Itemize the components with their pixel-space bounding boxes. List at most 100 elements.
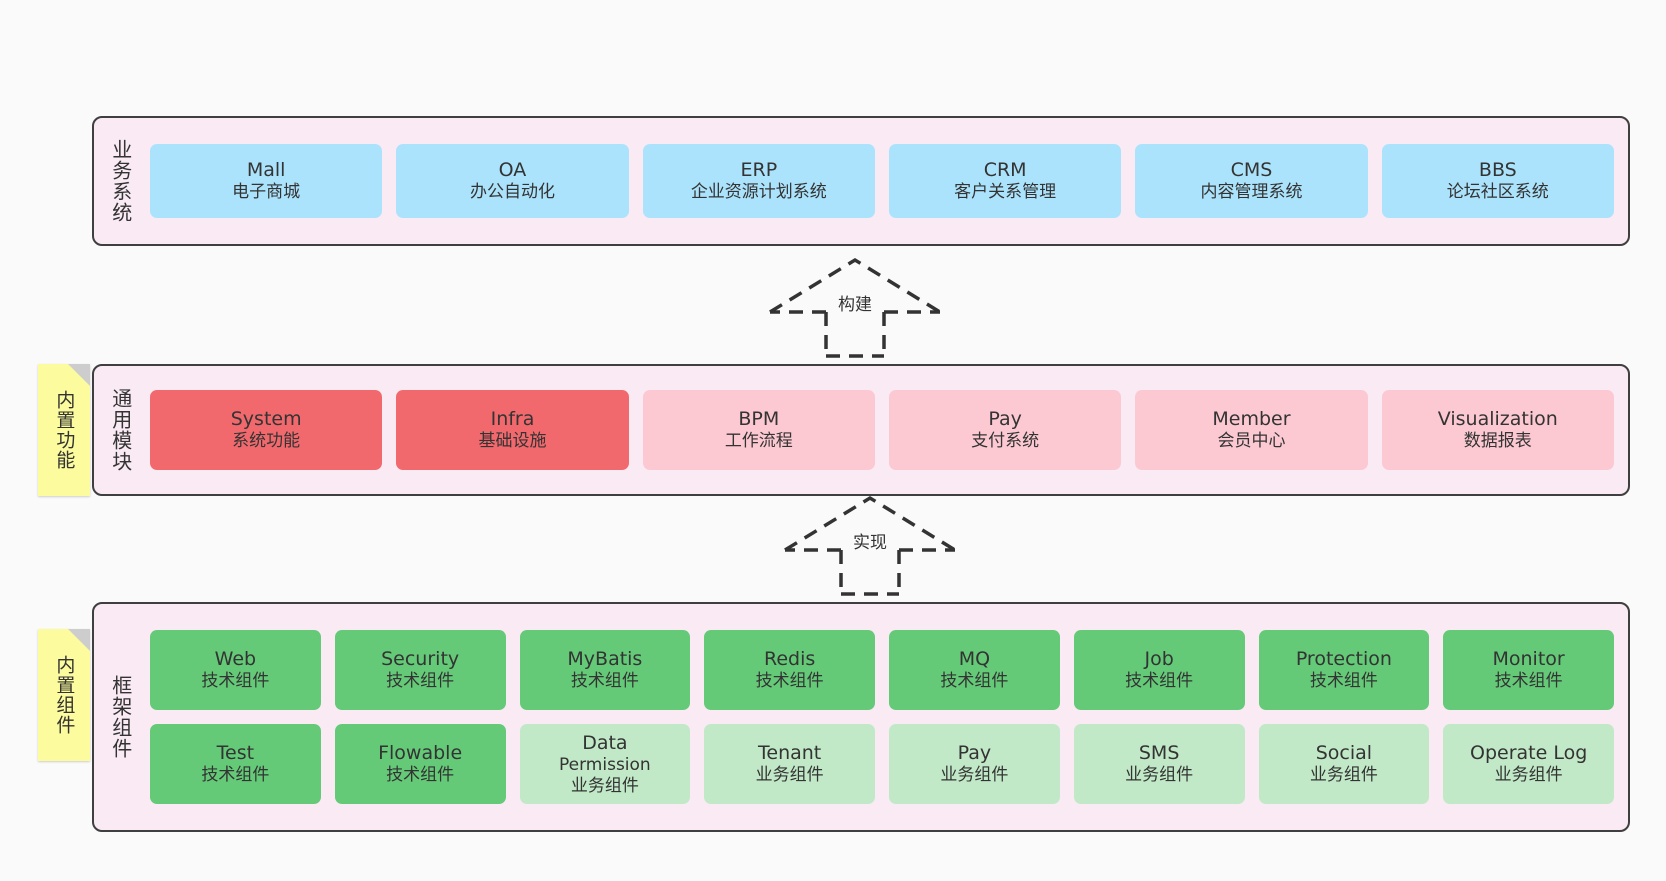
card-title: Test (216, 742, 255, 765)
card-title: MyBatis (567, 648, 643, 671)
card-title: Security (381, 648, 460, 671)
card-subtitle: 企业资源计划系统 (690, 182, 827, 203)
card-visualization[interactable]: Visualization 数据报表 (1381, 390, 1614, 470)
card-infra[interactable]: Infra 基础设施 (396, 390, 629, 470)
card-title: Social (1315, 742, 1373, 765)
card-subtitle: 业务组件 (570, 775, 639, 796)
sticky-note-builtin-component: 内置组件 (38, 629, 90, 761)
card-bbs[interactable]: BBS 论坛社区系统 (1381, 144, 1614, 218)
card-job[interactable]: Job 技术组件 (1073, 630, 1245, 710)
layer-row: Test 技术组件 Flowable 技术组件 Data Permission … (150, 724, 1614, 804)
dashed-arrow-up-icon (769, 257, 941, 358)
card-title: Job (1144, 648, 1174, 671)
layer-body-framework-component: Web 技术组件 Security 技术组件 MyBatis 技术组件 Redi… (146, 604, 1628, 830)
card-subtitle: 业务组件 (1494, 765, 1563, 786)
card-subtitle: 技术组件 (1125, 671, 1194, 692)
card-title: System (230, 408, 302, 431)
layer-row: Web 技术组件 Security 技术组件 MyBatis 技术组件 Redi… (150, 630, 1614, 710)
card-subtitle: 技术组件 (570, 671, 639, 692)
layer-framework-component: 框架组件 Web 技术组件 Security 技术组件 MyBatis 技术组件… (92, 602, 1630, 832)
card-subtitle: 客户关系管理 (954, 182, 1057, 203)
card-title: ERP (740, 159, 778, 182)
card-pay-component[interactable]: Pay 业务组件 (889, 724, 1060, 804)
card-system[interactable]: System 系统功能 (150, 390, 383, 470)
card-subtitle: 技术组件 (201, 765, 270, 786)
card-title: Pay (988, 408, 1022, 431)
card-subtitle: 技术组件 (201, 671, 270, 692)
card-flowable[interactable]: Flowable 技术组件 (334, 724, 506, 804)
card-subtitle: 支付系统 (971, 431, 1040, 452)
card-title: Monitor (1492, 648, 1565, 671)
connector-label-realize: 实现 (853, 533, 887, 553)
sticky-note-builtin-function: 内置功能 (38, 364, 90, 496)
layer-body-common-module: System 系统功能 Infra 基础设施 BPM 工作流程 Pay 支付系统… (146, 366, 1628, 494)
card-web[interactable]: Web 技术组件 (150, 630, 321, 710)
card-title: Tenant (758, 742, 822, 765)
layer-business-system: 业务系统 Mall 电子商城 OA 办公自动化 ERP 企业资源计划系统 CRM… (92, 116, 1630, 246)
card-title: Pay (957, 742, 992, 765)
card-subtitle: 技术组件 (1494, 671, 1563, 692)
card-title: MQ (958, 648, 991, 671)
card-cms[interactable]: CMS 内容管理系统 (1135, 144, 1368, 218)
card-pay[interactable]: Pay 支付系统 (888, 390, 1122, 470)
card-title: SMS (1138, 742, 1180, 765)
sticky-note-label: 内置功能 (53, 390, 76, 470)
card-social[interactable]: Social 业务组件 (1258, 724, 1430, 804)
card-title: Web (214, 648, 257, 671)
card-title: Data (582, 731, 628, 754)
card-data-permission[interactable]: Data Permission 业务组件 (519, 724, 691, 804)
card-mall[interactable]: Mall 电子商城 (150, 144, 383, 218)
card-security[interactable]: Security 技术组件 (334, 630, 506, 710)
card-subtitle: 会员中心 (1217, 431, 1286, 452)
card-subtitle: 技术组件 (755, 671, 824, 692)
layer-row: Mall 电子商城 OA 办公自动化 ERP 企业资源计划系统 CRM 客户关系… (150, 144, 1614, 218)
card-bpm[interactable]: BPM 工作流程 (642, 390, 875, 470)
card-subtitle: 基础设施 (478, 431, 547, 452)
card-title: Mall (246, 159, 286, 182)
connector-realize: 实现 (775, 490, 965, 596)
card-mybatis[interactable]: MyBatis 技术组件 (519, 630, 691, 710)
card-monitor[interactable]: Monitor 技术组件 (1443, 630, 1614, 710)
card-title: Protection (1295, 648, 1392, 671)
sticky-note-label: 内置组件 (53, 655, 76, 735)
card-test[interactable]: Test 技术组件 (150, 724, 321, 804)
layer-label-common-module: 通用模块 (108, 388, 133, 472)
card-subtitle: 数据报表 (1463, 431, 1532, 452)
card-operate-log[interactable]: Operate Log 业务组件 (1443, 724, 1614, 804)
card-title: CRM (983, 159, 1027, 182)
card-sms[interactable]: SMS 业务组件 (1073, 724, 1245, 804)
card-title: Operate Log (1469, 742, 1588, 765)
card-redis[interactable]: Redis 技术组件 (704, 630, 875, 710)
card-subtitle: 论坛社区系统 (1446, 182, 1549, 203)
connector-label-build: 构建 (838, 295, 872, 315)
card-protection[interactable]: Protection 技术组件 (1258, 630, 1430, 710)
card-title: Member (1212, 408, 1291, 431)
card-title: Redis (763, 648, 816, 671)
card-subtitle: 系统功能 (232, 431, 301, 452)
card-title: Visualization (1437, 408, 1558, 431)
card-subtitle: 技术组件 (386, 671, 455, 692)
layer-body-business-system: Mall 电子商城 OA 办公自动化 ERP 企业资源计划系统 CRM 客户关系… (146, 118, 1628, 244)
card-member[interactable]: Member 会员中心 (1135, 390, 1368, 470)
card-subtitle: 业务组件 (940, 765, 1009, 786)
layer-common-module: 通用模块 System 系统功能 Infra 基础设施 BPM 工作流程 Pay… (92, 364, 1630, 496)
card-subtitle: 电子商城 (232, 182, 301, 203)
card-title: BPM (738, 408, 780, 431)
layer-row: System 系统功能 Infra 基础设施 BPM 工作流程 Pay 支付系统… (150, 390, 1614, 470)
card-title: Flowable (378, 742, 463, 765)
card-subtitle: 技术组件 (386, 765, 455, 786)
card-subtitle: 工作流程 (724, 431, 793, 452)
card-oa[interactable]: OA 办公自动化 (396, 144, 629, 218)
card-subtitle: 技术组件 (940, 671, 1009, 692)
card-tenant[interactable]: Tenant 业务组件 (704, 724, 875, 804)
connector-build: 构建 (760, 252, 950, 358)
card-subtitle: 业务组件 (1125, 765, 1194, 786)
card-title-line2: Permission (559, 754, 651, 775)
card-erp[interactable]: ERP 企业资源计划系统 (642, 144, 875, 218)
card-subtitle: 业务组件 (1309, 765, 1378, 786)
layer-label-business-system: 业务系统 (108, 139, 133, 223)
card-title: OA (498, 159, 527, 182)
card-crm[interactable]: CRM 客户关系管理 (888, 144, 1122, 218)
card-mq[interactable]: MQ 技术组件 (889, 630, 1060, 710)
